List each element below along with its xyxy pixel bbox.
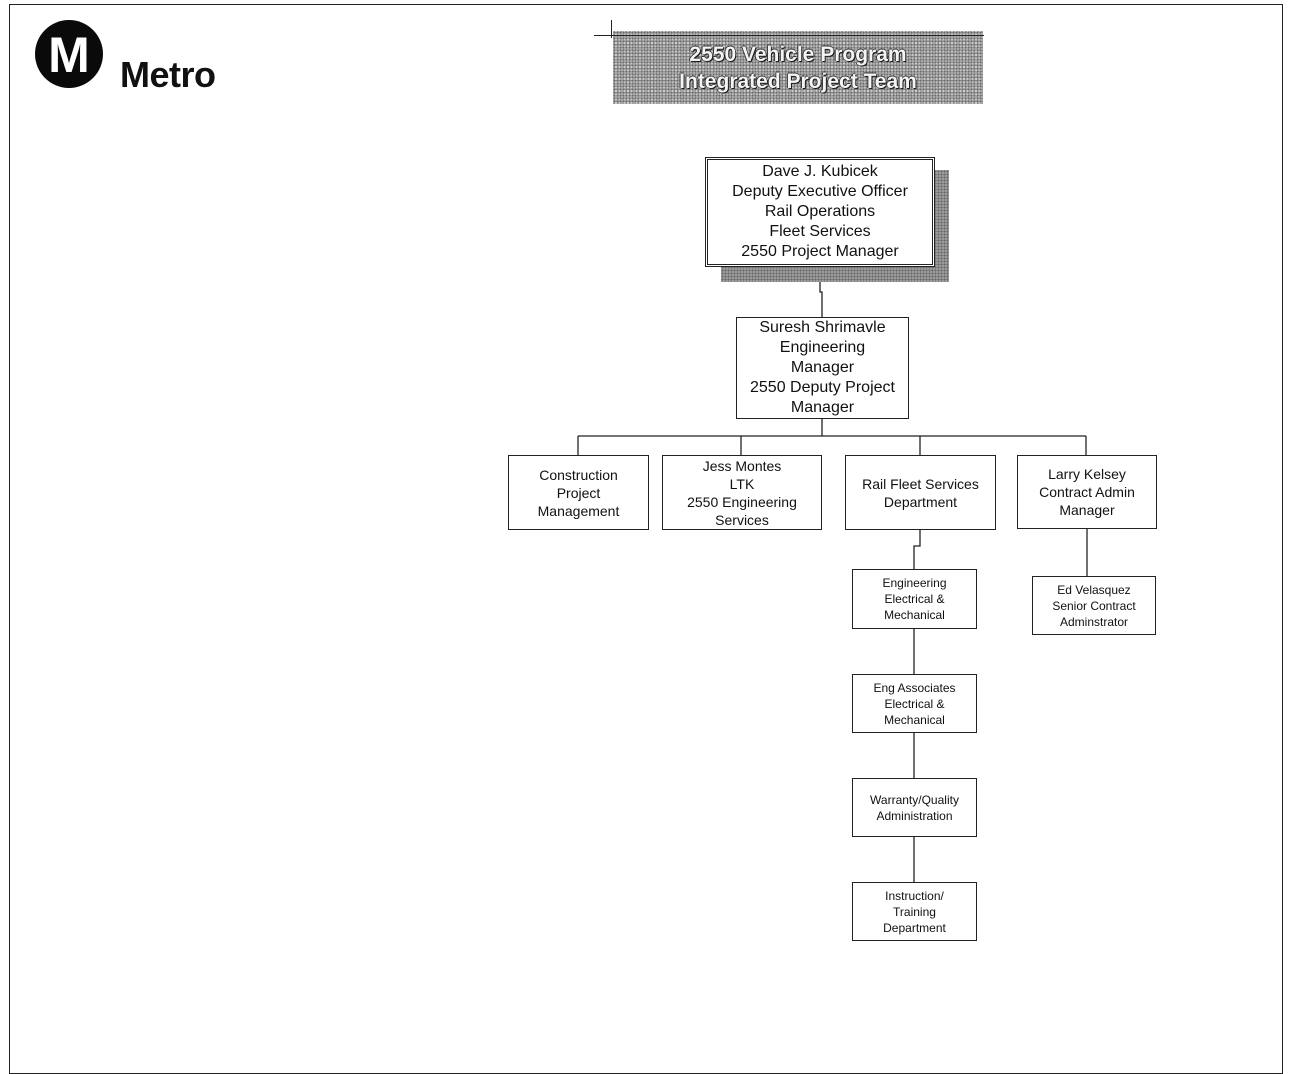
title-rule [594,35,984,36]
instruction-line-1: Instruction/ [885,888,944,903]
pm-role: 2550 Project Manager [741,243,899,260]
ltk-company: LTK [729,475,755,492]
rail-fleet-line-2: Department [883,493,958,510]
pm-division: Fleet Services [769,223,871,240]
logo-wordmark: Metro [120,54,216,95]
rail-fleet-line-1: Rail Fleet Services [862,475,979,492]
deputy-title-1: Engineering [779,339,866,356]
senior-contract-box: Ed Velasquez Senior Contract Adminstrato… [1032,576,1156,635]
contract-admin-name: Larry Kelsey [1048,466,1126,482]
construction-line-2: Project [556,484,601,501]
warranty-quality-box: Warranty/Quality Administration [852,778,977,837]
instruction-training-box: Instruction/ Training Department [852,882,977,941]
deputy-title-2: Manager [790,359,855,376]
metro-logo-icon: M [35,20,103,88]
engineering-line-3: Mechanical [884,608,945,622]
deputy-manager-box: Suresh Shrimavle Engineering Manager 255… [736,317,909,419]
pm-unit: Rail Operations [764,203,876,220]
contract-admin-title-1: Contract Admin [1039,484,1135,500]
pm-name: Dave J. Kubicek [762,163,878,180]
associates-line-2: Electrical & [884,696,945,711]
pm-title: Deputy Executive Officer [732,183,908,200]
senior-contract-title-2: Adminstrator [1059,614,1129,629]
ltk-name: Jess Montes [702,457,782,474]
construction-pm-box: Construction Project Management [508,455,649,530]
associates-line-3: Mechanical [884,712,945,727]
title-banner: 2550 Vehicle Program Integrated Project … [613,31,983,104]
title-corner-tick [611,20,612,38]
construction-line-1: Construction [539,466,618,483]
senior-contract-name: Ed Velasquez [1057,582,1131,597]
associates-line-1: Eng Associates [873,680,956,695]
ltk-role-2: Services [715,511,769,528]
ltk-role-1: 2550 Engineering [687,493,797,510]
engineering-em-box: Engineering Electrical & Mechanical [852,569,977,629]
rail-fleet-box: Rail Fleet Services Department [845,455,996,530]
senior-contract-title-1: Senior Contract [1052,598,1136,613]
title-line-1: 2550 Vehicle Program [689,43,907,66]
logo-letter: M [48,27,90,83]
ltk-engineering-box: Jess Montes LTK 2550 Engineering Service… [662,455,822,530]
construction-line-3: Management [537,502,620,519]
warranty-line-1: Warranty/Quality [870,792,959,807]
engineering-line-2: Electrical & [884,592,945,606]
connector-rail-fleet-engineering [913,530,921,569]
warranty-line-2: Administration [876,808,953,823]
deputy-role-2: Manager [790,399,855,416]
deputy-role-1: 2550 Deputy Project [750,379,895,396]
engineering-line-1: Engineering [882,576,947,590]
project-manager-box: Dave J. Kubicek Deputy Executive Officer… [705,157,935,267]
instruction-line-3: Department [883,920,946,935]
contract-admin-box: Larry Kelsey Contract Admin Manager [1017,455,1157,529]
eng-associates-box: Eng Associates Electrical & Mechanical [852,674,977,733]
deputy-name: Suresh Shrimavle [759,319,886,336]
title-line-2: Integrated Project Team [679,70,917,93]
instruction-line-2: Training [893,904,936,919]
contract-admin-title-2: Manager [1059,502,1115,518]
